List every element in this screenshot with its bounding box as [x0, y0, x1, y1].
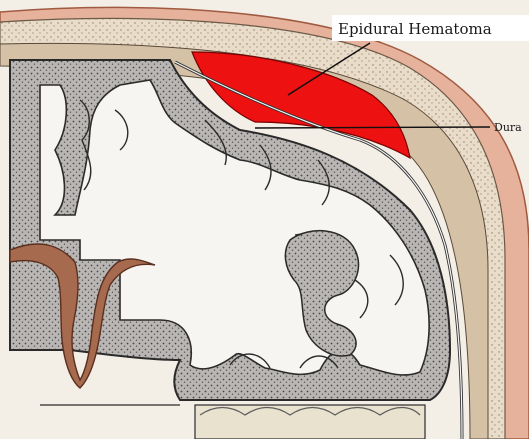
dura-label: Dura — [494, 121, 522, 134]
hematoma-label: Epidural Hematoma — [338, 20, 492, 38]
dura-pointer-line — [255, 127, 490, 128]
